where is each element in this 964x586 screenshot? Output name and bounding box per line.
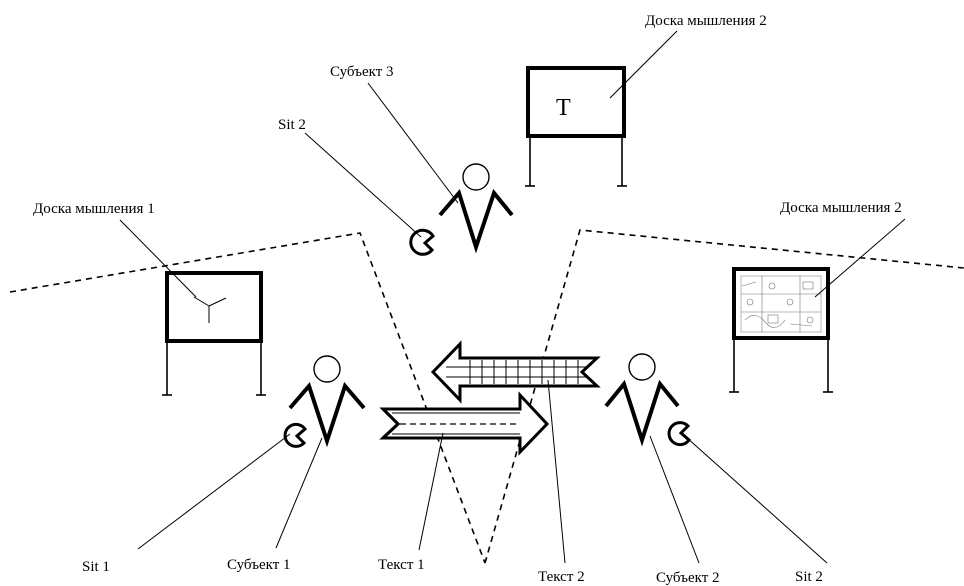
label-board-left: Доска мышления 1 <box>33 201 155 217</box>
left-zone-boundary <box>9 232 486 564</box>
subject-3-figure <box>438 163 514 254</box>
dashed-boundaries <box>9 229 964 564</box>
label-board-right: Доска мышления 2 <box>780 200 902 216</box>
label-sit-2-top: Sit 2 <box>278 117 306 133</box>
label-subject-2: Субъект 2 <box>656 570 720 586</box>
leader-lines <box>119 30 906 564</box>
situation-2-right-pacman-icon <box>667 421 692 447</box>
text-2-arrow <box>430 340 601 404</box>
labels: Доска мышления 2 Субъект 3 Sit 2 Доска м… <box>33 13 902 586</box>
label-board-top: Доска мышления 2 <box>645 13 767 29</box>
label-text-2: Текст 2 <box>538 569 585 585</box>
thinking-board-left <box>162 271 266 396</box>
label-subject-1: Субъект 1 <box>227 557 291 573</box>
schematic-drawing-icon <box>740 275 822 333</box>
label-subject-3: Субъект 3 <box>330 64 394 80</box>
label-sit-2-right: Sit 2 <box>795 569 823 585</box>
thinking-board-top: T <box>525 66 627 187</box>
situation-2-top-pacman-icon <box>409 228 435 256</box>
label-sit-1: Sit 1 <box>82 559 110 575</box>
thinking-board-right <box>729 267 833 393</box>
board-top-letter: T <box>556 95 571 121</box>
subject-2-figure <box>604 353 680 447</box>
y-shape-icon <box>193 296 227 323</box>
subject-1-figure <box>288 355 366 448</box>
right-zone-boundary <box>484 229 964 564</box>
text-1-arrow <box>379 391 550 456</box>
label-text-1: Текст 1 <box>378 557 425 573</box>
